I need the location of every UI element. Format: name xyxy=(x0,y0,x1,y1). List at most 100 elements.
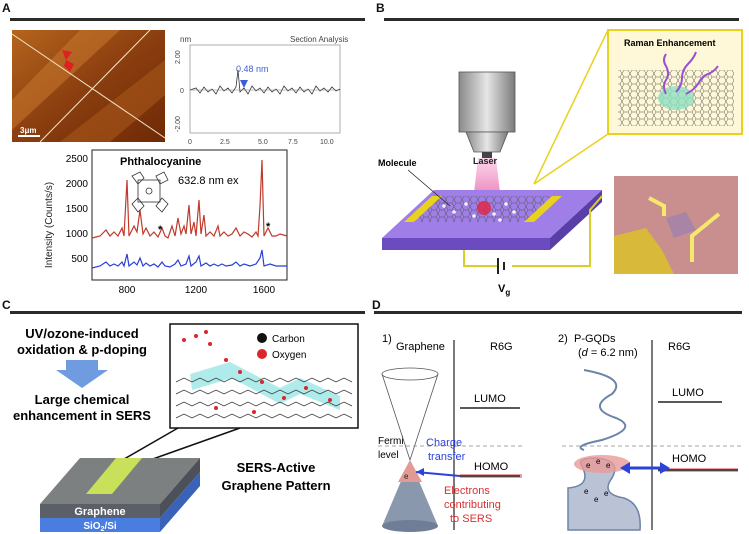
d2-electron-6: e xyxy=(604,489,609,498)
raman-ytick-2500: 2500 xyxy=(66,154,89,165)
raman-ytick-500: 500 xyxy=(71,254,88,265)
d2-lumo: LUMO xyxy=(672,387,704,399)
d2-electron-3: e xyxy=(606,461,611,470)
panel-a-label: A xyxy=(2,1,11,15)
panel-a-rule xyxy=(10,18,365,21)
section-title: Section Analysis xyxy=(290,35,348,44)
d1-homo: HOMO xyxy=(474,461,509,473)
device-micrograph xyxy=(614,176,738,274)
section-xtick-1: 2.5 xyxy=(220,139,230,146)
result-line2: enhancement in SERS xyxy=(13,408,151,423)
section-analysis: nm Section Analysis 2.00 0 -2.00 0.48 nm… xyxy=(175,35,348,146)
carbon-legend-dot xyxy=(257,333,267,343)
panel-b: B Laser xyxy=(374,0,749,300)
oxygen-legend-label: Oxygen xyxy=(272,350,306,361)
raman-ylabel: Intensity (Counts/s) xyxy=(44,182,55,268)
d2-electron-2: e xyxy=(596,457,601,466)
section-unit: nm xyxy=(180,35,191,44)
panel-c: C UV/ozone-induced oxidation & p-doping … xyxy=(0,298,370,534)
panel-d-label: D xyxy=(372,298,381,312)
section-marker xyxy=(240,80,248,88)
d1-title: Graphene xyxy=(396,341,445,353)
d1-charge2: transfer xyxy=(428,451,466,463)
microscope-objective-icon xyxy=(458,71,516,158)
afm-scale-bar: 3μm xyxy=(20,126,36,135)
laser-label: Laser xyxy=(473,156,498,166)
d1-fermi1: Fermi xyxy=(378,436,404,447)
d1-charge1: Charge xyxy=(426,437,462,449)
section-ytick-top: 2.00 xyxy=(175,50,182,64)
process-line1: UV/ozone-induced xyxy=(25,326,138,341)
d1-index: 1) xyxy=(382,333,392,345)
d2-electron-5: e xyxy=(594,495,599,504)
d2-homo: HOMO xyxy=(672,453,707,465)
gate-circuit xyxy=(463,195,603,274)
panel-d-rule xyxy=(374,311,742,314)
panel-a-figure: 3μm nm Section Analysis 2.00 0 -2.00 0.4… xyxy=(11,29,348,296)
d1-molecule: R6G xyxy=(490,341,513,353)
gate-voltage-label: Vg xyxy=(498,283,510,297)
d1-note2: contributing xyxy=(444,499,501,511)
pattern-line2: Graphene Pattern xyxy=(221,478,330,493)
phthalocyanine-structure-icon xyxy=(131,171,169,213)
d2-molecule: R6G xyxy=(668,341,691,353)
section-ytick-zero: 0 xyxy=(180,88,184,95)
d1-note1: Electrons xyxy=(444,485,490,497)
raman-asterisk-1: * xyxy=(158,224,163,236)
down-arrow-icon xyxy=(56,360,108,388)
raman-xtick-1600: 1600 xyxy=(253,285,276,296)
panel-c-label: C xyxy=(2,298,11,312)
carbon-legend-label: Carbon xyxy=(272,334,305,345)
substrate-stack: Graphene SiO2/Si xyxy=(40,458,200,533)
section-xtick-4: 10.0 xyxy=(320,139,334,146)
raman-blue-spectrum xyxy=(91,249,287,269)
panel-b-figure: Laser Molecule Vg xyxy=(378,29,743,297)
section-annotation: 0.48 nm xyxy=(236,64,269,74)
panel-a: A 3μm nm Section Analysis 2.00 xyxy=(0,0,370,300)
panel-c-figure: UV/ozone-induced oxidation & p-doping La… xyxy=(13,323,359,533)
graphene-device xyxy=(382,190,602,250)
raman-xtick-1200: 1200 xyxy=(185,285,208,296)
result-line1: Large chemical xyxy=(35,392,130,407)
process-line2: oxidation & p-doping xyxy=(17,342,147,357)
section-xtick-2: 5.0 xyxy=(258,139,268,146)
panel-d: D 1) Graphene R6G e Fermi level Charge t… xyxy=(372,298,749,534)
panel-b-rule xyxy=(384,18,739,21)
d2-title: P-GQDs xyxy=(574,333,616,345)
oxygen-legend-dot xyxy=(257,349,267,359)
d1-note3: to SERS xyxy=(450,513,492,525)
d2-index: 2) xyxy=(558,333,568,345)
layer-top-label: Graphene xyxy=(74,506,125,518)
oxidized-lattice-inset: Carbon Oxygen xyxy=(169,323,359,429)
pattern-line1: SERS-Active xyxy=(237,460,316,475)
raman-molecule: Phthalocyanine xyxy=(120,156,201,168)
layer-bottom-label: SiO2/Si xyxy=(83,521,117,533)
panel-c-rule xyxy=(10,311,365,314)
raman-excitation: 632.8 nm ex xyxy=(178,175,239,187)
pgqd-energy-diagram: 2) P-GQDs (d = 6.2 nm) R6G e e e e e e L… xyxy=(558,333,742,531)
graphene-energy-diagram: 1) Graphene R6G e Fermi level Charge tra… xyxy=(378,333,522,532)
raman-red-spectrum xyxy=(91,159,288,239)
inset-title: Raman Enhancement xyxy=(624,38,716,48)
d1-fermi2: level xyxy=(378,450,399,461)
afm-image: 3μm xyxy=(11,29,166,143)
raman-ytick-2000: 2000 xyxy=(66,179,89,190)
section-trace xyxy=(189,69,341,95)
raman-ytick-1000: 1000 xyxy=(66,229,89,240)
panel-b-label: B xyxy=(376,1,385,15)
section-xtick-3: 7.5 xyxy=(288,139,298,146)
panel-d-figure: 1) Graphene R6G e Fermi level Charge tra… xyxy=(378,333,742,532)
raman-ytick-1500: 1500 xyxy=(66,204,89,215)
d1-electron: e xyxy=(404,472,409,481)
molecule-label: Molecule xyxy=(378,158,417,168)
d1-lumo: LUMO xyxy=(474,393,506,405)
raman-asterisk-2: * xyxy=(266,221,271,233)
raman-xtick-800: 800 xyxy=(119,285,136,296)
raman-enhancement-inset: Raman Enhancement xyxy=(607,29,743,135)
section-ytick-bottom: -2.00 xyxy=(175,116,182,132)
d2-electron-1: e xyxy=(586,461,591,470)
d2-electron-4: e xyxy=(584,487,589,496)
d2-size: (d = 6.2 nm) xyxy=(578,347,638,359)
section-xtick-0: 0 xyxy=(188,139,192,146)
raman-spectrum: Intensity (Counts/s) 500 1000 1500 2000 … xyxy=(44,149,288,296)
